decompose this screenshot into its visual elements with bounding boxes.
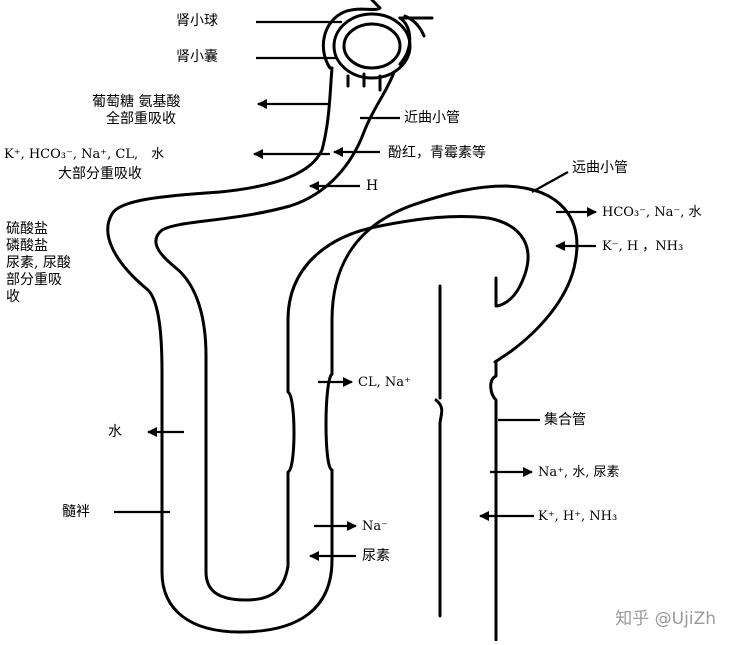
k-h-nh3-label: K⁻, H ，NH₃ [602, 239, 684, 254]
loop-label: 髓袢 [62, 504, 90, 520]
partly-reabsorbed-label-1: 部分重吸 [6, 272, 62, 288]
glomerulus-capillary [321, 0, 434, 70]
glomerulus [332, 12, 412, 80]
collecting-duct-label: 集合管 [544, 412, 586, 428]
fully-reabsorbed-label: 全部重吸收 [106, 111, 176, 127]
bowman-capsule-label: 肾小囊 [176, 49, 218, 65]
hco3-na-water-label: HCO₃⁻, Na⁻, 水 [602, 205, 702, 220]
partly-reabsorbed-label-2: 收 [6, 289, 20, 305]
watermark: 知乎 @UjiZh [615, 609, 716, 629]
sulfate-label: 硫酸盐 [6, 221, 48, 237]
h-ion-label: H [366, 178, 379, 194]
mostly-reabsorbed-label: 大部分重吸收 [58, 166, 142, 182]
proximal-tubule-outer [106, 66, 579, 634]
na-water-urea-label: Na⁺, 水, 尿素 [538, 465, 620, 480]
na-loop-label: Na⁻ [362, 519, 388, 534]
urea-uric-label: 尿素, 尿酸 [6, 255, 71, 271]
collecting-duct [434, 284, 498, 642]
phosphate-label: 磷酸盐 [6, 238, 48, 254]
proximal-tubule-label: 近曲小管 [404, 110, 460, 126]
water-label: 水 [108, 424, 122, 440]
cl-na-label: CL, Na⁺ [358, 375, 411, 390]
glucose-aa-label: 葡萄糖 氨基酸 [92, 94, 181, 110]
distal-tubule-label: 远曲小管 [572, 160, 628, 176]
urea-loop-label: 尿素 [362, 548, 390, 564]
k-h-nh3-cd-label: K⁺, H⁺, NH₃ [538, 509, 618, 524]
proximal-tubule-inner [154, 70, 530, 602]
glomerulus-label: 肾小球 [176, 13, 218, 29]
ions-water-label: K⁺, HCO₃⁻, Na⁺, CL, 水 [4, 147, 165, 162]
phenol-red-label: 酚红，青霉素等 [388, 145, 486, 161]
